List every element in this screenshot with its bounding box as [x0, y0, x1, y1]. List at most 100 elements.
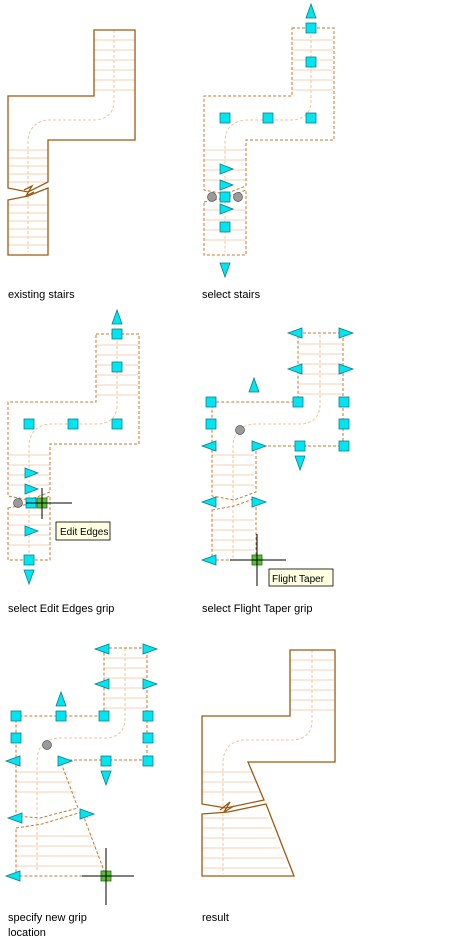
- grips[interactable]: [207, 2, 317, 279]
- triangle-grip-icon[interactable]: [57, 755, 74, 767]
- square-grip-icon[interactable]: [142, 710, 154, 722]
- triangle-grip-icon[interactable]: [338, 327, 355, 339]
- stair-outline: [7, 29, 136, 193]
- tooltip-text: Flight Taper: [272, 574, 325, 585]
- caption-result: result: [202, 912, 229, 924]
- circle-grip-icon[interactable]: [233, 192, 243, 202]
- circle-grip-icon[interactable]: [235, 425, 245, 435]
- triangle-grip-icon[interactable]: [55, 690, 67, 707]
- triangle-grip-icon[interactable]: [100, 770, 112, 787]
- stair-treads: [8, 39, 135, 246]
- triangle-grip-icon[interactable]: [142, 643, 159, 655]
- square-grip-icon[interactable]: [55, 710, 67, 722]
- square-grip-icon[interactable]: [338, 396, 350, 408]
- triangle-grip-icon[interactable]: [111, 308, 123, 325]
- stair-treads: [212, 343, 342, 551]
- stair-outline: [201, 649, 336, 809]
- square-grip-icon[interactable]: [262, 112, 274, 124]
- triangle-grip-icon[interactable]: [24, 483, 40, 495]
- tooltip-flight-taper: Flight Taper: [268, 568, 334, 587]
- panel-select-flight-taper-grip: Flight Taper: [200, 327, 355, 587]
- triangle-grip-icon[interactable]: [219, 262, 231, 279]
- triangle-grip-icon[interactable]: [251, 496, 268, 508]
- triangle-grip-icon[interactable]: [6, 812, 23, 824]
- square-grip-icon[interactable]: [142, 755, 154, 767]
- square-grip-icon[interactable]: [219, 112, 231, 124]
- triangle-grip-icon[interactable]: [93, 678, 110, 690]
- stair-treads: [8, 344, 138, 546]
- square-grip-icon[interactable]: [294, 440, 306, 452]
- break-mark: [23, 184, 35, 198]
- triangle-grip-icon[interactable]: [219, 203, 235, 215]
- triangle-grip-icon[interactable]: [200, 554, 217, 566]
- stair-outline-lower: [201, 803, 295, 877]
- caption-existing-stairs: existing stairs: [8, 289, 75, 301]
- tooltip-edit-edges: Edit Edges: [55, 521, 111, 541]
- triangle-grip-icon[interactable]: [248, 376, 260, 393]
- square-grip-icon[interactable]: [142, 732, 154, 744]
- panel-result: [201, 649, 336, 877]
- square-grip-icon[interactable]: [67, 418, 79, 430]
- triangle-grip-icon[interactable]: [219, 163, 235, 175]
- walk-line: [27, 30, 115, 252]
- triangle-grip-icon[interactable]: [23, 569, 35, 586]
- circle-grip-icon[interactable]: [13, 498, 23, 508]
- square-grip-icon[interactable]: [10, 732, 22, 744]
- triangle-grip-icon[interactable]: [286, 363, 303, 375]
- triangle-grip-icon[interactable]: [200, 440, 217, 452]
- square-grip-icon[interactable]: [305, 22, 317, 34]
- square-grip-icon[interactable]: [23, 554, 35, 566]
- square-grip-icon[interactable]: [292, 396, 304, 408]
- triangle-grip-icon[interactable]: [251, 440, 268, 452]
- square-grip-icon[interactable]: [111, 328, 123, 340]
- square-grip-icon[interactable]: [338, 418, 350, 430]
- stair-outline-selected: [211, 332, 344, 501]
- triangle-grip-icon[interactable]: [294, 455, 306, 472]
- square-grip-icon[interactable]: [305, 56, 317, 68]
- crosshair-icon: [82, 848, 134, 905]
- stair-outline-lower: [7, 187, 49, 256]
- stair-outline-lower-selected: [15, 811, 107, 877]
- circle-grip-icon[interactable]: [42, 740, 52, 750]
- tooltip-text: Edit Edges: [60, 527, 108, 538]
- triangle-grip-icon[interactable]: [79, 808, 96, 820]
- triangle-grip-icon[interactable]: [93, 643, 110, 655]
- stair-outline-selected: [15, 647, 148, 819]
- square-grip-icon[interactable]: [10, 710, 22, 722]
- triangle-grip-icon[interactable]: [142, 678, 159, 690]
- triangle-grip-icon[interactable]: [219, 179, 235, 191]
- square-grip-icon[interactable]: [205, 396, 217, 408]
- square-grip-icon[interactable]: [100, 755, 112, 767]
- walk-line: [224, 30, 312, 252]
- square-grip-icon[interactable]: [338, 440, 350, 452]
- stair-outline-selected: [7, 333, 140, 501]
- circle-grip-icon[interactable]: [207, 192, 217, 202]
- triangle-grip-icon[interactable]: [24, 467, 40, 479]
- panel-existing-stairs: [7, 29, 136, 256]
- square-grip-icon[interactable]: [23, 418, 35, 430]
- grips[interactable]: [13, 308, 123, 586]
- square-grip-icon[interactable]: [219, 191, 231, 203]
- square-grip-icon[interactable]: [219, 221, 231, 233]
- break-mark: [219, 801, 235, 813]
- triangle-grip-icon[interactable]: [286, 327, 303, 339]
- caption-specify-new-grip-line1: specify new grip: [8, 912, 87, 924]
- walk-line: [222, 650, 313, 874]
- square-grip-icon[interactable]: [111, 361, 123, 373]
- triangle-grip-icon[interactable]: [4, 755, 21, 767]
- stair-outline-lower-selected: [211, 497, 257, 561]
- stair-outline-selected: [203, 27, 335, 195]
- grips[interactable]: [200, 327, 355, 566]
- walk-line: [232, 335, 321, 558]
- triangle-grip-icon[interactable]: [338, 363, 355, 375]
- stair-treads: [16, 657, 147, 867]
- triangle-grip-icon[interactable]: [305, 2, 317, 19]
- square-grip-icon[interactable]: [305, 112, 317, 124]
- square-grip-icon[interactable]: [98, 710, 110, 722]
- triangle-grip-icon[interactable]: [24, 525, 40, 537]
- triangle-grip-icon[interactable]: [200, 496, 217, 508]
- triangle-grip-icon[interactable]: [4, 870, 21, 882]
- square-grip-icon[interactable]: [111, 418, 123, 430]
- grips[interactable]: [4, 643, 159, 882]
- square-grip-icon[interactable]: [205, 418, 217, 430]
